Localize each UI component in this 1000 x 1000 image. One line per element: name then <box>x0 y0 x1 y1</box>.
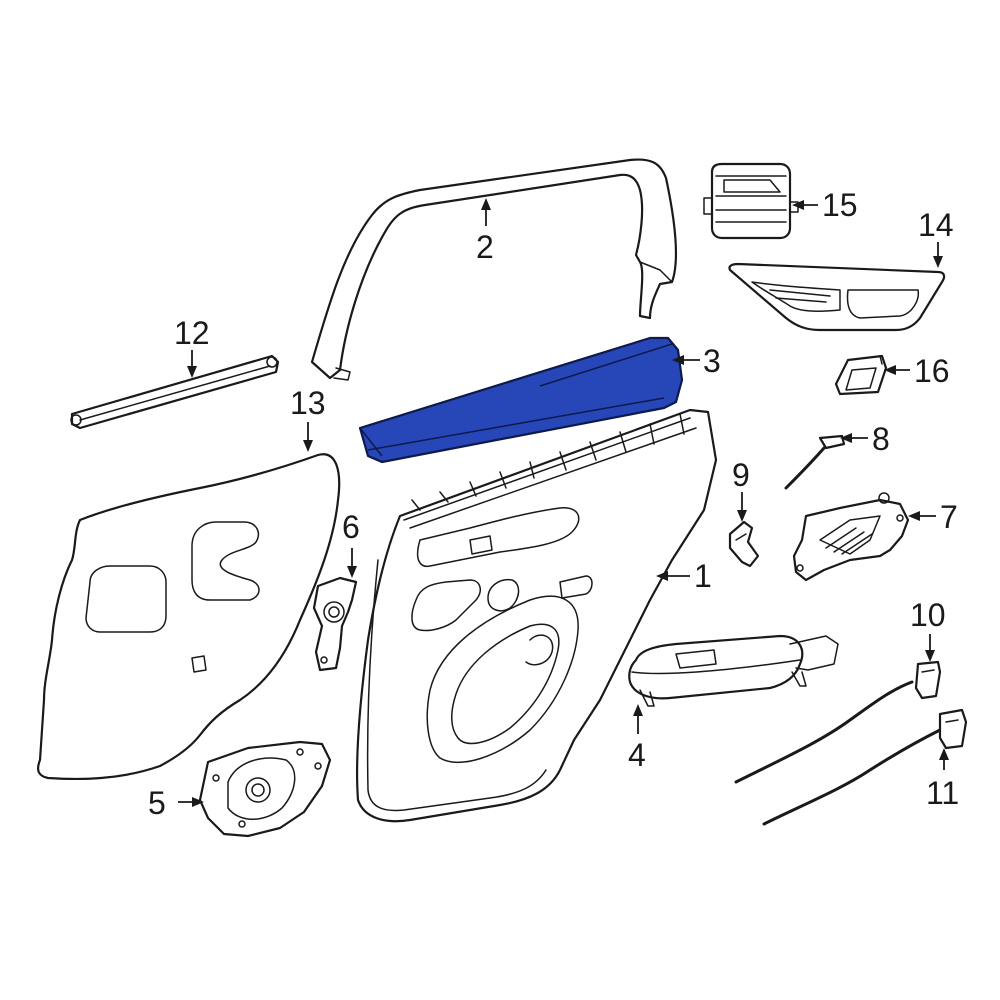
callout-4[interactable]: 4 <box>628 737 646 773</box>
callout-6[interactable]: 6 <box>342 509 360 545</box>
part-1-door-trim-panel[interactable] <box>356 408 718 823</box>
callout-labels: 1 2 3 4 5 6 7 8 9 10 11 12 13 14 15 16 <box>148 187 959 821</box>
callout-1[interactable]: 1 <box>694 558 712 594</box>
part-10-cable-connector[interactable] <box>734 660 942 784</box>
part-7-latch-housing[interactable] <box>792 492 910 582</box>
part-14-trim-bezel[interactable] <box>728 262 946 332</box>
part-6-bracket[interactable] <box>312 576 358 672</box>
part-8-rod-clip[interactable] <box>784 434 846 490</box>
callout-8[interactable]: 8 <box>872 421 890 457</box>
callout-13[interactable]: 13 <box>290 385 326 421</box>
part-4-armrest-handle[interactable] <box>628 634 839 707</box>
part-15-switch-bezel[interactable] <box>703 162 799 240</box>
callout-10[interactable]: 10 <box>910 597 946 633</box>
callout-5[interactable]: 5 <box>148 785 166 821</box>
part-12-belt-molding[interactable] <box>70 354 280 430</box>
callout-15[interactable]: 15 <box>822 187 858 223</box>
callout-12[interactable]: 12 <box>174 315 210 351</box>
callout-9[interactable]: 9 <box>732 457 750 493</box>
callout-14[interactable]: 14 <box>918 207 954 243</box>
callout-2[interactable]: 2 <box>476 229 494 265</box>
callout-11[interactable]: 11 <box>926 775 959 811</box>
part-11-cable-connector[interactable] <box>762 708 968 826</box>
part-13-water-shield[interactable] <box>37 453 341 781</box>
part-3-upper-trim-panel[interactable] <box>358 336 684 464</box>
callout-7[interactable]: 7 <box>940 499 958 535</box>
part-5-handle-housing[interactable] <box>198 740 332 838</box>
callout-16[interactable]: 16 <box>914 353 950 389</box>
leader-lines <box>178 198 949 807</box>
part-2-window-frame[interactable] <box>310 158 678 381</box>
callout-3[interactable]: 3 <box>703 343 721 379</box>
part-16-switch[interactable] <box>834 354 888 396</box>
part-9-connector[interactable] <box>728 520 760 568</box>
